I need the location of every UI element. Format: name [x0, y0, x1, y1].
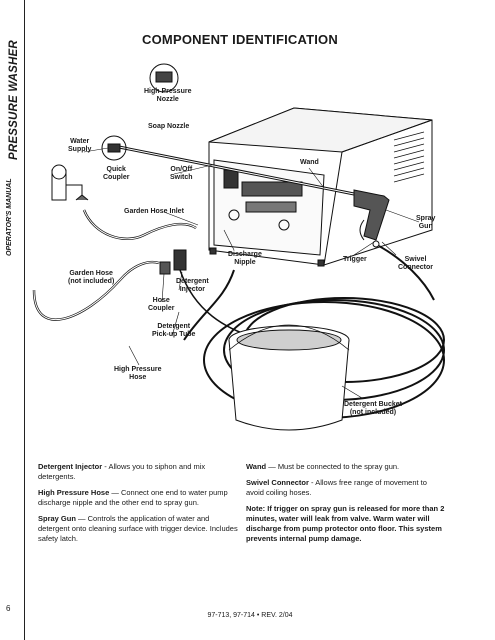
- desc-swivel-connector: Swivel Connector - Allows free range of …: [246, 478, 427, 497]
- label-wand: Wand: [300, 159, 319, 166]
- spray-gun: [353, 189, 390, 248]
- label-detergent-bucket: Detergent Bucket(not included): [344, 401, 402, 417]
- label-trigger: Trigger: [343, 256, 367, 263]
- component-diagram: [32, 63, 445, 431]
- page-title: COMPONENT IDENTIFICATION: [142, 32, 338, 47]
- descriptions-right: Wand — Must be connected to the spray gu…: [246, 462, 446, 550]
- desc-high-pressure-hose: High Pressure Hose — Connect one end to …: [38, 488, 228, 507]
- sidebar-section-title: PRESSURE WASHER: [8, 40, 20, 160]
- label-soap-nozzle: Soap Nozzle: [148, 123, 190, 130]
- desc-detergent-injector: Detergent Injector - Allows you to sipho…: [38, 462, 206, 481]
- desc-wand: Wand — Must be connected to the spray gu…: [246, 462, 400, 471]
- detergent-bucket: [228, 324, 350, 431]
- faucet: [51, 164, 89, 201]
- descriptions-left: Detergent Injector - Allows you to sipho…: [38, 462, 238, 550]
- label-garden-hose: Garden Hose(not included): [68, 270, 115, 286]
- label-garden-hose-inlet: Garden Hose Inlet: [124, 208, 184, 215]
- sidebar-manual-label: OPERATOR'S MANUAL: [6, 178, 13, 256]
- desc-note: Note: If trigger on spray gun is release…: [246, 504, 445, 543]
- desc-spray-gun: Spray Gun — Controls the application of …: [38, 514, 238, 543]
- page-number: 6: [6, 604, 11, 613]
- footer: 97-713, 97-714 • REV. 2/04: [207, 612, 293, 619]
- sidebar: [0, 0, 25, 640]
